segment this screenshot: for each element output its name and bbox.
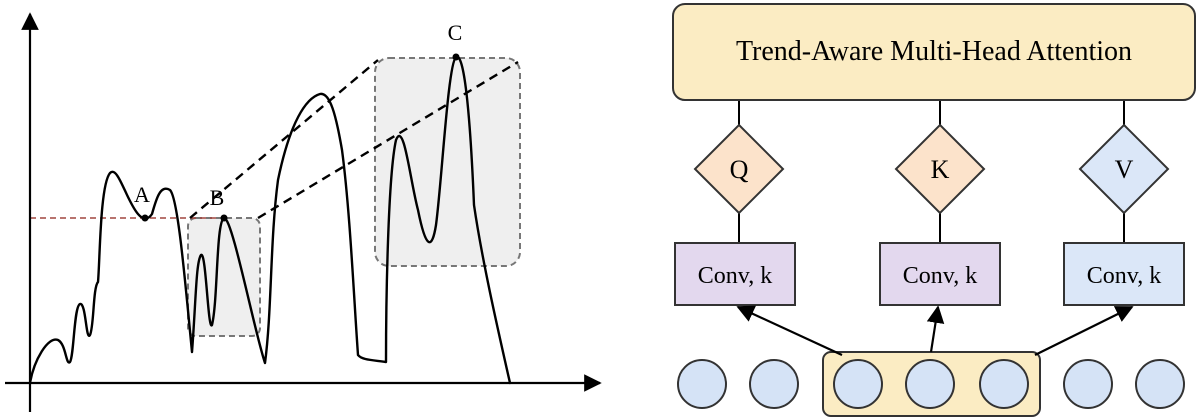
input-token-4 bbox=[905, 359, 955, 409]
arrow-to-conv-k bbox=[926, 305, 945, 353]
point-c-label: C bbox=[448, 20, 463, 45]
point-c-marker bbox=[452, 53, 460, 61]
point-a-marker bbox=[141, 214, 149, 222]
key-diamond bbox=[894, 123, 986, 215]
projection-line-upper bbox=[189, 59, 379, 219]
input-token-3 bbox=[833, 359, 883, 409]
attention-title: Trend-Aware Multi-Head Attention bbox=[736, 36, 1132, 67]
conv-label-v: Conv, k bbox=[1087, 263, 1161, 289]
input-token-1 bbox=[677, 359, 727, 409]
conv-box-v bbox=[1063, 242, 1185, 306]
region-b-box bbox=[187, 217, 261, 337]
trend-plot: A B C bbox=[5, 12, 602, 412]
input-token-7 bbox=[1135, 359, 1185, 409]
key-label: K bbox=[931, 155, 950, 184]
attention-title-box bbox=[672, 3, 1196, 101]
query-diamond bbox=[693, 123, 785, 215]
conv-box-q bbox=[674, 242, 796, 306]
query-label: Q bbox=[730, 155, 749, 184]
point-b-marker bbox=[220, 214, 228, 222]
input-token-5 bbox=[979, 359, 1029, 409]
point-a-label: A bbox=[134, 182, 150, 207]
series-curve bbox=[28, 55, 512, 385]
value-label: V bbox=[1115, 155, 1134, 184]
conv-label-k: Conv, k bbox=[903, 263, 977, 289]
conv-label-q: Conv, k bbox=[698, 263, 772, 289]
input-token-6 bbox=[1063, 359, 1113, 409]
arrow-to-conv-v bbox=[1034, 306, 1134, 356]
value-diamond bbox=[1078, 123, 1170, 215]
region-c-box bbox=[374, 57, 521, 267]
projection-line-lower bbox=[257, 60, 519, 220]
arrow-to-conv-q bbox=[736, 305, 843, 356]
conv-box-k bbox=[879, 242, 1001, 306]
point-b-label: B bbox=[210, 185, 225, 210]
attention-diagram: Trend-Aware Multi-Head Attention Q K V C… bbox=[672, 3, 1196, 417]
input-token-2 bbox=[749, 359, 799, 409]
